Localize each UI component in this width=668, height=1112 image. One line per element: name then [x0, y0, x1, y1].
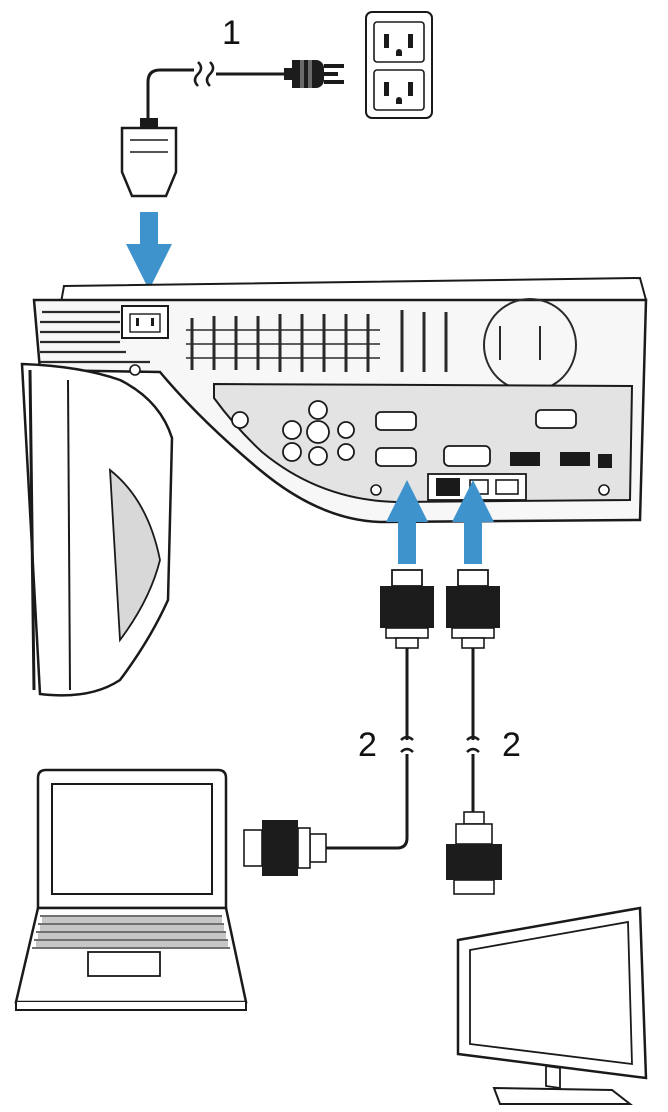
cable-break-mark — [193, 61, 215, 87]
vga-arrow-left — [386, 480, 428, 564]
power-plug-icon — [284, 60, 344, 88]
callout-power-cable: 1 — [222, 14, 241, 52]
iec-connector-icon — [120, 118, 178, 198]
laptop-icon — [14, 768, 248, 1011]
vga-cable-left: 2 — [243, 569, 434, 876]
vga-connector-icon — [243, 820, 327, 876]
callout-vga-cable-left: 2 — [358, 726, 377, 764]
vga-cable-right: 2 — [446, 569, 521, 895]
vga-connector-icon — [446, 569, 500, 649]
power-arrow — [126, 212, 172, 290]
wall-outlet-icon — [365, 11, 433, 119]
wall-mount-arm — [20, 362, 174, 697]
vga-arrow-right — [452, 480, 494, 564]
callout-vga-cable-right: 2 — [502, 726, 521, 764]
projector-icon — [20, 276, 648, 697]
power-cable: 1 — [120, 11, 433, 198]
rear-io-panel — [213, 382, 634, 504]
vga-connector-icon — [446, 811, 502, 895]
power-inlet — [121, 305, 169, 339]
vga-connector-icon — [380, 569, 434, 649]
monitor-icon — [456, 906, 648, 1105]
